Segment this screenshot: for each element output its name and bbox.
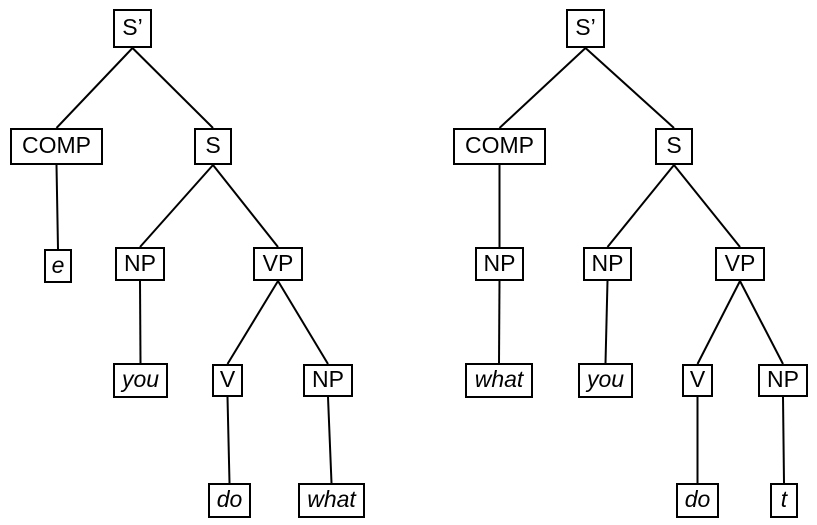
tree-node-r-vp: VP bbox=[715, 247, 765, 281]
tree-node-label: you bbox=[586, 366, 625, 392]
tree-edge-L-NP2-to-L-what bbox=[327, 396, 333, 484]
tree-node-label: NP bbox=[591, 249, 624, 276]
tree-node-label: S’ bbox=[575, 14, 596, 40]
tree-node-r-do: do bbox=[676, 483, 719, 518]
tree-node-label: t bbox=[780, 486, 788, 512]
tree-edge-R-NP0-to-R-what bbox=[498, 280, 501, 364]
tree-node-label: do bbox=[216, 486, 243, 512]
tree-edge-R-Sbar-to-R-S bbox=[584, 47, 675, 129]
tree-edge-R-VP-to-R-V bbox=[696, 280, 741, 365]
tree-node-l-v: V bbox=[212, 364, 243, 397]
tree-node-r-what: what bbox=[465, 363, 533, 398]
tree-edge-L-VP-to-L-NP2 bbox=[277, 280, 329, 365]
tree-node-label: V bbox=[219, 366, 236, 392]
tree-edge-L-S-to-L-NP1 bbox=[139, 164, 214, 248]
tree-node-label: VP bbox=[724, 249, 756, 276]
tree-edge-R-VP-to-R-NP2 bbox=[739, 280, 784, 365]
tree-edge-L-S-to-L-VP bbox=[212, 164, 279, 248]
tree-edge-R-S-to-R-NP1 bbox=[606, 164, 675, 248]
tree-node-label: you bbox=[121, 366, 160, 392]
tree-node-l-what: what bbox=[298, 483, 365, 518]
tree-node-label: S bbox=[666, 132, 682, 158]
tree-node-l-np2: NP bbox=[303, 364, 353, 397]
tree-node-label: NP bbox=[483, 249, 516, 276]
tree-node-l-s: S bbox=[194, 128, 232, 165]
tree-edge-R-Sbar-to-R-COMP bbox=[498, 47, 587, 129]
tree-node-l-e: e bbox=[44, 249, 72, 283]
tree-node-label: do bbox=[684, 486, 711, 512]
tree-node-label: S bbox=[205, 132, 221, 158]
tree-node-label: V bbox=[689, 366, 706, 392]
tree-node-label: what bbox=[307, 486, 356, 512]
tree-node-label: S’ bbox=[122, 14, 143, 40]
tree-edge-L-COMP-to-L-e bbox=[55, 164, 59, 250]
tree-node-label: VP bbox=[262, 249, 294, 276]
tree-edge-L-Sbar-to-L-S bbox=[131, 47, 214, 129]
tree-node-r-np2: NP bbox=[758, 364, 808, 397]
tree-node-r-s: S bbox=[655, 128, 693, 165]
tree-node-label: NP bbox=[767, 366, 799, 392]
tree-node-l-np1: NP bbox=[115, 247, 165, 281]
tree-edge-L-VP-to-L-V bbox=[226, 280, 279, 365]
tree-node-l-vp: VP bbox=[253, 247, 303, 281]
tree-node-l-you: you bbox=[113, 363, 168, 398]
tree-edge-R-S-to-R-VP bbox=[673, 164, 741, 248]
tree-node-label: COMP bbox=[465, 132, 534, 158]
tree-edge-R-NP1-to-R-you bbox=[604, 280, 609, 364]
tree-node-r-np0: NP bbox=[475, 247, 524, 281]
tree-node-l-do: do bbox=[208, 483, 251, 518]
tree-edge-L-V-to-L-do bbox=[226, 396, 231, 484]
tree-node-r-v: V bbox=[682, 364, 713, 397]
tree-node-l-comp: COMP bbox=[10, 128, 103, 165]
tree-edge-L-Sbar-to-L-COMP bbox=[55, 47, 134, 129]
tree-edge-L-NP1-to-L-you bbox=[139, 280, 142, 364]
tree-node-r-comp: COMP bbox=[453, 128, 546, 165]
tree-node-label: NP bbox=[124, 249, 156, 276]
tree-node-label: what bbox=[474, 366, 524, 392]
tree-node-l-sbar: S’ bbox=[113, 9, 152, 48]
tree-edge-R-NP2-to-R-t bbox=[782, 396, 785, 484]
tree-node-label: e bbox=[51, 251, 65, 278]
tree-node-label: NP bbox=[312, 366, 344, 392]
tree-node-label: COMP bbox=[22, 132, 91, 158]
tree-node-r-sbar: S’ bbox=[566, 9, 605, 48]
tree-node-r-np1: NP bbox=[583, 247, 632, 281]
tree-node-r-t: t bbox=[770, 483, 798, 518]
tree-node-r-you: you bbox=[578, 363, 633, 398]
